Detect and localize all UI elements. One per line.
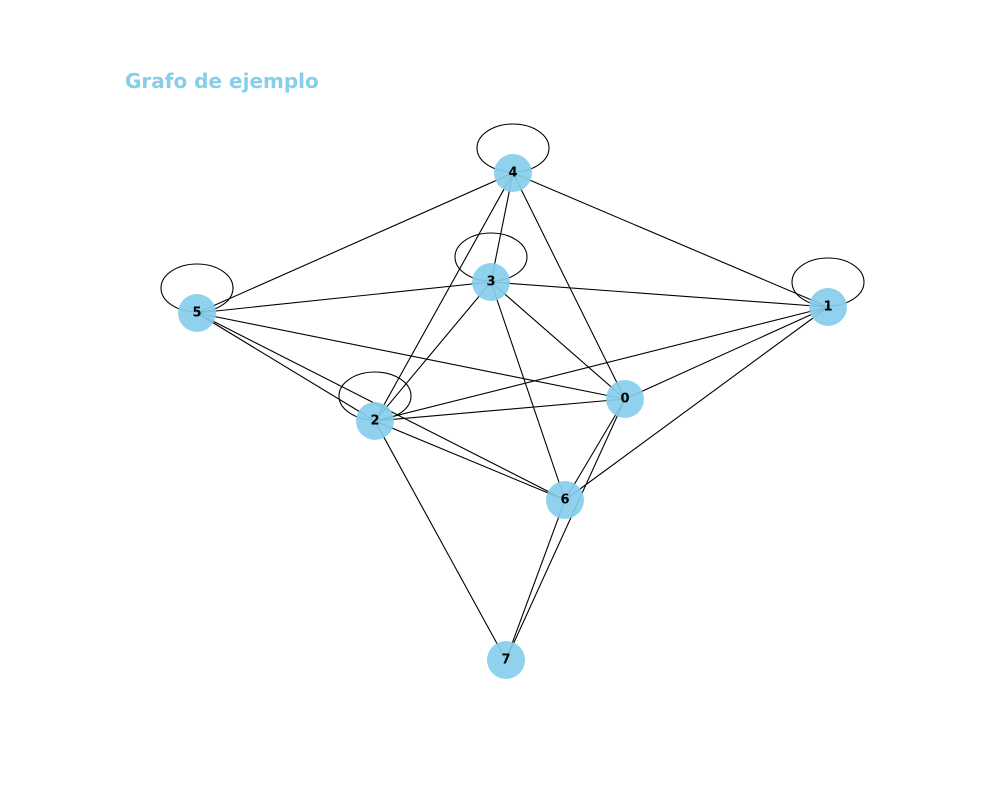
node-circle-5 xyxy=(178,294,216,332)
node-3: 3 xyxy=(472,263,510,301)
node-label-6: 6 xyxy=(560,493,569,508)
figure-title: Grafo de ejemplo xyxy=(125,69,319,93)
node-4: 4 xyxy=(494,154,532,192)
node-circle-1 xyxy=(809,288,847,326)
edge-3-6 xyxy=(490,281,566,501)
edge-2-0 xyxy=(374,398,626,422)
node-circle-4 xyxy=(494,154,532,192)
node-6: 6 xyxy=(546,481,584,519)
edge-1-2 xyxy=(374,306,829,422)
edge-1-6 xyxy=(564,306,829,501)
nodes-layer: 0 1 2 3 4 5 6 7 xyxy=(178,154,847,679)
node-label-7: 7 xyxy=(501,653,510,668)
edge-6-7 xyxy=(505,499,566,661)
edge-1-0 xyxy=(624,306,829,400)
node-0: 0 xyxy=(606,380,644,418)
node-circle-2 xyxy=(356,402,394,440)
edge-4-1 xyxy=(512,172,829,308)
node-label-3: 3 xyxy=(486,275,495,290)
node-circle-7 xyxy=(487,641,525,679)
edges-layer xyxy=(196,172,829,661)
edge-3-1 xyxy=(490,281,829,308)
node-5: 5 xyxy=(178,294,216,332)
edge-3-0 xyxy=(490,281,626,400)
edge-3-2 xyxy=(374,281,492,422)
edge-2-6 xyxy=(374,420,566,501)
node-circle-3 xyxy=(472,263,510,301)
node-2: 2 xyxy=(356,402,394,440)
node-label-5: 5 xyxy=(192,306,201,321)
edge-2-7 xyxy=(374,420,507,661)
edge-4-5 xyxy=(196,172,514,314)
node-label-4: 4 xyxy=(508,166,517,181)
edge-5-2 xyxy=(196,312,376,422)
node-circle-6 xyxy=(546,481,584,519)
edge-0-7 xyxy=(505,398,626,661)
edge-3-5 xyxy=(196,281,492,314)
node-label-0: 0 xyxy=(620,392,629,407)
node-circle-0 xyxy=(606,380,644,418)
edge-4-2 xyxy=(374,172,514,422)
edge-4-0 xyxy=(512,172,626,400)
edge-0-6 xyxy=(564,398,626,501)
node-1: 1 xyxy=(809,288,847,326)
edge-5-0 xyxy=(196,312,626,400)
node-label-2: 2 xyxy=(370,414,379,429)
node-label-1: 1 xyxy=(823,300,832,315)
node-7: 7 xyxy=(487,641,525,679)
